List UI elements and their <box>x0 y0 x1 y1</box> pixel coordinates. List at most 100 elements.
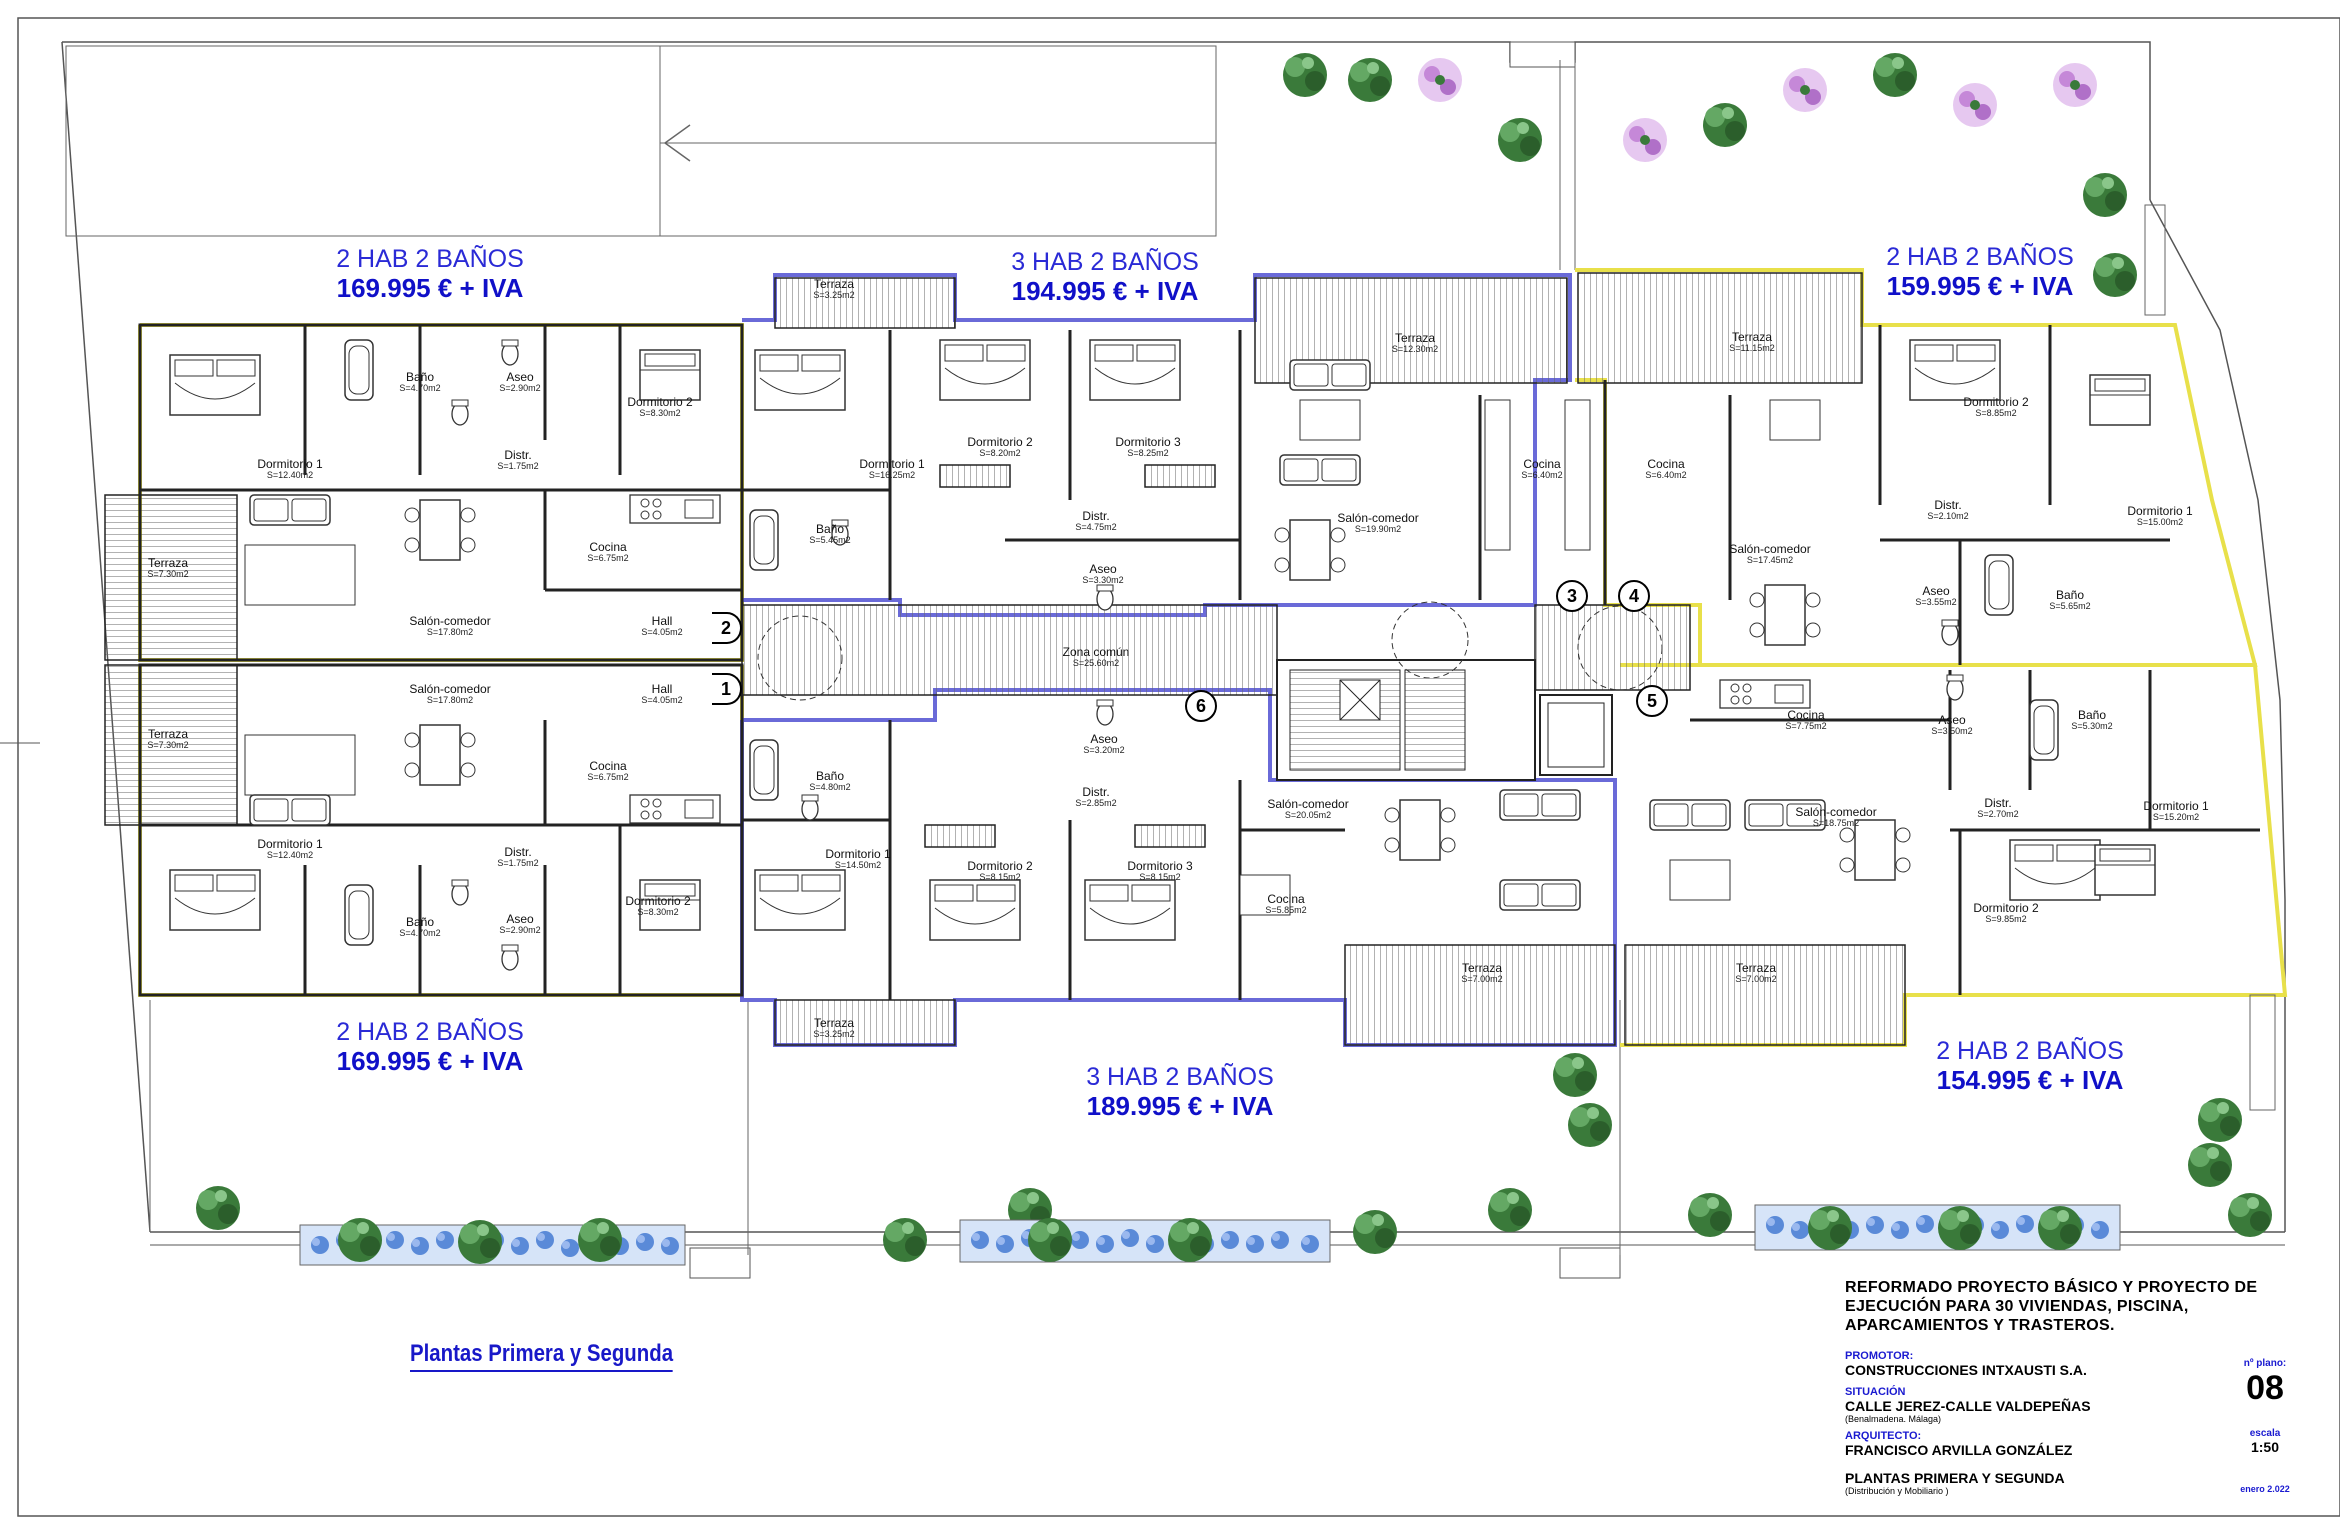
arquitecto-label: ARQUITECTO: <box>1845 1429 1922 1442</box>
room-label: Distr.S=4.75m2 <box>1075 509 1117 532</box>
promotor-value: CONSTRUCCIONES INTXAUSTI S.A. <box>1845 1361 2087 1378</box>
room-label: Distr.S=2.10m2 <box>1927 498 1969 521</box>
scale-block: escala 1:50 <box>2230 1428 2300 1455</box>
promotor-label: PROMOTOR: <box>1845 1349 1914 1362</box>
unit-price: 169.995 € + IVA <box>336 272 524 303</box>
plano-number-block: nº plano: 08 <box>2230 1358 2300 1408</box>
door-marker: 5 <box>1636 685 1668 717</box>
unit-label-bottom-left: 2 HAB 2 BAÑOS 169.995 € + IVA <box>310 1018 550 1077</box>
drawing-caption: Plantas Primera y Segunda <box>410 1340 674 1372</box>
door-marker: 3 <box>1556 580 1588 612</box>
plano-number: 08 <box>2246 1369 2284 1407</box>
date-value: enero 2.022 <box>2240 1484 2290 1494</box>
situacion-sub: (Benalmadena. Málaga) <box>1845 1413 1942 1424</box>
unit-label-top-right: 2 HAB 2 BAÑOS 159.995 € + IVA <box>1860 243 2100 302</box>
door-marker: 4 <box>1618 580 1650 612</box>
unit-rooms: 2 HAB 2 BAÑOS <box>336 1018 524 1046</box>
plano-sub: (Distribución y Mobiliario ) <box>1845 1485 1949 1496</box>
unit-rooms: 2 HAB 2 BAÑOS <box>1936 1037 2124 1065</box>
project-title: REFORMADO PROYECTO BÁSICO Y PROYECTO DE … <box>1845 1279 2258 1335</box>
door-marker: 1 <box>712 673 742 705</box>
unit-rooms: 2 HAB 2 BAÑOS <box>336 245 524 273</box>
unit-rooms: 3 HAB 2 BAÑOS <box>1086 1063 1274 1091</box>
room-label: Distr.S=2.70m2 <box>1977 796 2019 819</box>
unit-label-top-left: 2 HAB 2 BAÑOS 169.995 € + IVA <box>310 245 550 304</box>
room-label: Distr.S=1.75m2 <box>497 845 539 868</box>
unit-rooms: 2 HAB 2 BAÑOS <box>1886 243 2074 271</box>
door-marker: 2 <box>712 612 742 644</box>
unit-label-bottom-right: 2 HAB 2 BAÑOS 154.995 € + IVA <box>1910 1037 2150 1096</box>
scale-label: escala <box>2249 1428 2281 1439</box>
unit-price: 189.995 € + IVA <box>1086 1090 1274 1121</box>
scale-value: 1:50 <box>2250 1439 2280 1455</box>
situacion-value: CALLE JEREZ-CALLE VALDEPEÑAS <box>1845 1397 2091 1414</box>
plano-number-label: nº plano: <box>2243 1358 2287 1369</box>
unit-price: 169.995 € + IVA <box>336 1045 524 1076</box>
room-label: Distr.S=1.75m2 <box>497 448 539 471</box>
unit-rooms: 3 HAB 2 BAÑOS <box>1011 248 1199 276</box>
unit-label-bottom-center: 3 HAB 2 BAÑOS 189.995 € + IVA <box>1060 1063 1300 1122</box>
unit-price: 194.995 € + IVA <box>1011 275 1199 306</box>
title-block: REFORMADO PROYECTO BÁSICO Y PROYECTO DE … <box>1845 1278 2300 1496</box>
plano-title: PLANTAS PRIMERA Y SEGUNDA <box>1845 1469 2065 1486</box>
door-marker: 6 <box>1185 690 1217 722</box>
date-block: enero 2.022 <box>2230 1484 2300 1494</box>
unit-price: 159.995 € + IVA <box>1886 270 2074 301</box>
situacion-label: SITUACIÓN <box>1845 1385 1906 1398</box>
unit-price: 154.995 € + IVA <box>1936 1064 2124 1095</box>
room-label: Distr.S=2.85m2 <box>1075 785 1117 808</box>
arquitecto-value: FRANCISCO ARVILLA GONZÁLEZ <box>1845 1441 2073 1458</box>
unit-label-top-center: 3 HAB 2 BAÑOS 194.995 € + IVA <box>985 248 1225 307</box>
